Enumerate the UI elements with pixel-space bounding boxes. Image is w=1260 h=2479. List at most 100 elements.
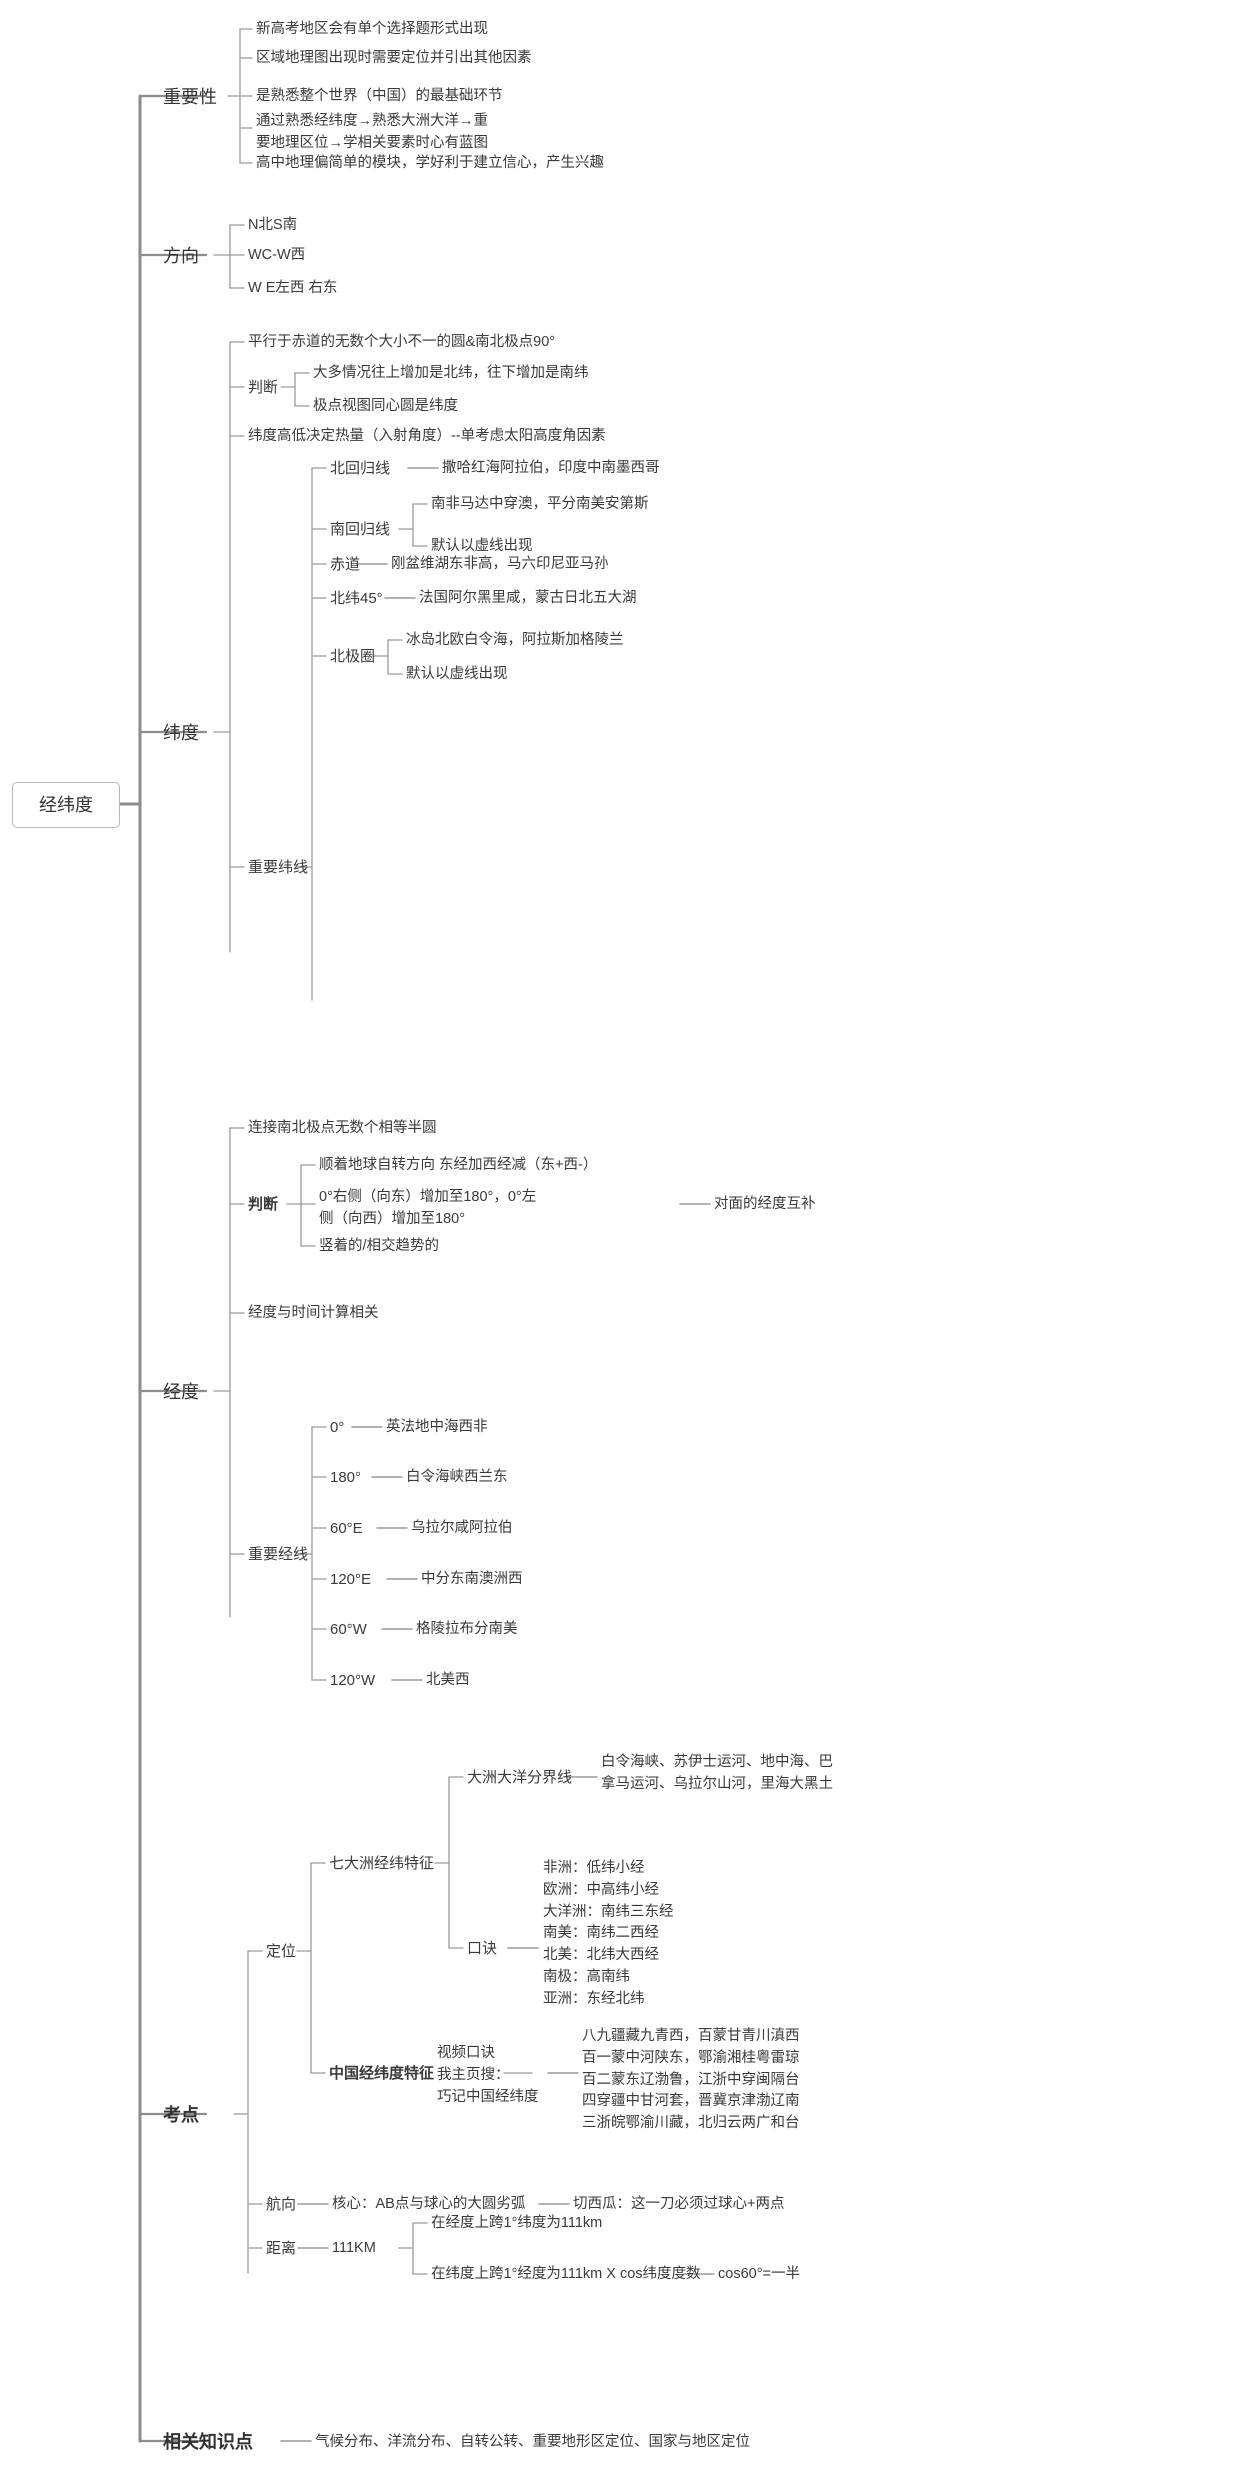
latitude-tropic-capricorn[interactable]: 南回归线 <box>330 519 390 541</box>
longitude-judgement-item-2[interactable]: 0°右侧（向东）增加至180°，0°左 侧（向西）增加至180° <box>319 1187 536 1231</box>
longitude-180[interactable]: 180° <box>330 1467 361 1489</box>
branch-exam-points[interactable]: 考点 <box>163 2102 199 2128</box>
branch-direction[interactable]: 方向 <box>163 243 199 269</box>
exam-distance-item-2-value[interactable]: cos60°=一半 <box>718 2264 800 2285</box>
longitude-item-2-label: 经度与时间计算相关 <box>248 1305 379 1321</box>
china-mnemonic-line-4: 四穿疆中甘河套，晋冀京津渤辽南 <box>582 2093 800 2110</box>
latitude-arctic-circle-item-2[interactable]: 默认以虚线出现 <box>406 664 508 685</box>
latitude-judgement-item-2[interactable]: 极点视图同心圆是纬度 <box>313 396 458 417</box>
latitude-item-1[interactable]: 平行于赤道的无数个大小不一的圆&南北极点90° <box>248 332 555 353</box>
related-topics-value[interactable]: 气候分布、洋流分布、自转公转、重要地形区定位、国家与地区定位 <box>315 2432 750 2453</box>
latitude-item-2-label: 纬度高低决定热量（入射角度）--单考虑太阳高度角因素 <box>248 428 606 444</box>
exam-distance[interactable]: 距离 <box>266 2238 296 2260</box>
china-video-mnemonic-line2: 我主页搜： <box>437 2066 510 2083</box>
latitude-tropic-capricorn-item-2-label: 默认以虚线出现 <box>431 538 533 554</box>
branch-longitude[interactable]: 经度 <box>163 1379 199 1405</box>
branch-latitude[interactable]: 纬度 <box>163 720 199 746</box>
china-video-mnemonic-line3: 巧记中国经纬度 <box>437 2088 539 2105</box>
longitude-120e-label: 120°E <box>330 1571 372 1588</box>
longitude-60w[interactable]: 60°W <box>330 1619 367 1641</box>
root-node[interactable]: 经纬度 <box>12 782 120 828</box>
longitude-0-label: 0° <box>330 1419 345 1436</box>
mnemonic-south-america: 南美：南纬二西经 <box>543 1925 659 1942</box>
exam-distance-item-1[interactable]: 在经度上跨1°纬度为111km <box>431 2213 602 2234</box>
continent-ocean-boundary[interactable]: 大洲大洋分界线 <box>467 1767 572 1789</box>
exam-distance-item-2-label: 在纬度上跨1°经度为111km X cos纬度度数 <box>431 2266 701 2282</box>
exam-positioning[interactable]: 定位 <box>266 1941 296 1963</box>
longitude-key-lines-label: 重要经线 <box>248 1546 309 1563</box>
latitude-judgement-item-1[interactable]: 大多情况往上增加是北纬，往下增加是南纬 <box>313 363 589 384</box>
exam-course-direction-value-2[interactable]: 切西瓜：这一刀必须过球心+两点 <box>573 2194 784 2215</box>
importance-item-4[interactable]: 通过熟悉经纬度→熟悉大洲大洋→重 要地理区位→学相关要素时心有蓝图 <box>256 111 488 155</box>
longitude-key-lines[interactable]: 重要经线 <box>248 1544 308 1566</box>
seven-continents-feature-label: 七大洲经纬特征 <box>329 1855 435 1872</box>
longitude-180-value[interactable]: 白令海峡西兰东 <box>406 1467 508 1488</box>
longitude-item-1[interactable]: 连接南北极点无数个相等半圆 <box>248 1118 437 1139</box>
china-mnemonic-list[interactable]: 八九疆藏九青西，百蒙甘青川滇西 百一蒙中河陕东，鄂渝湘桂粤雷琼 百二蒙东辽渤鲁，… <box>582 2026 800 2135</box>
branch-latitude-label: 纬度 <box>163 723 199 743</box>
longitude-judgement-item-2-value[interactable]: 对面的经度互补 <box>714 1194 816 1215</box>
exam-course-direction[interactable]: 航向 <box>266 2194 296 2216</box>
direction-item-3[interactable]: W E左西 右东 <box>248 278 337 299</box>
importance-item-4-line2: 要地理区位→学相关要素时心有蓝图 <box>256 134 488 151</box>
mnemonic-oceania: 大洋洲：南纬三东经 <box>543 1903 674 1920</box>
longitude-120w[interactable]: 120°W <box>330 1670 375 1692</box>
latitude-key-lines[interactable]: 重要纬线 <box>248 857 308 879</box>
longitude-0-value[interactable]: 英法地中海西非 <box>386 1417 488 1438</box>
direction-item-2[interactable]: WC-W西 <box>248 245 305 266</box>
continent-ocean-boundary-label: 大洲大洋分界线 <box>467 1769 573 1786</box>
exam-positioning-label: 定位 <box>266 1943 297 1960</box>
branch-importance[interactable]: 重要性 <box>163 84 217 110</box>
longitude-judgement-item-3[interactable]: 竖着的/相交趋势的 <box>319 1236 439 1257</box>
latitude-tropic-cancer-label: 北回归线 <box>330 460 391 477</box>
continents-mnemonic-list[interactable]: 非洲：低纬小经 欧洲：中高纬小经 大洋洲：南纬三东经 南美：南纬二西经 北美：北… <box>543 1858 674 2010</box>
importance-item-5[interactable]: 高中地理偏简单的模块，学好利于建立信心，产生兴趣 <box>256 153 604 174</box>
importance-item-1[interactable]: 新高考地区会有单个选择题形式出现 <box>256 19 488 40</box>
latitude-tropic-capricorn-item-1-label: 南非马达中穿澳，平分南美安第斯 <box>431 496 649 512</box>
latitude-equator[interactable]: 赤道 <box>330 554 360 576</box>
longitude-120e[interactable]: 120°E <box>330 1569 371 1591</box>
longitude-120e-value[interactable]: 中分东南澳洲西 <box>421 1569 523 1590</box>
latitude-arctic-circle[interactable]: 北极圈 <box>330 646 375 668</box>
continent-ocean-boundary-value-line2: 拿马运河、乌拉尔山河，里海大黑土 <box>601 1775 833 1792</box>
exam-distance-value[interactable]: 111KM <box>332 2238 376 2259</box>
longitude-60w-value[interactable]: 格陵拉布分南美 <box>416 1619 518 1640</box>
longitude-judgement[interactable]: 判断 <box>248 1194 278 1216</box>
longitude-120w-label: 120°W <box>330 1672 376 1689</box>
longitude-60e-label: 60°E <box>330 1520 363 1537</box>
china-coordinate-feature[interactable]: 中国经纬度特征 <box>329 2063 434 2085</box>
importance-item-3[interactable]: 是熟悉整个世界（中国）的最基础环节 <box>256 86 503 107</box>
latitude-45n-value[interactable]: 法国阿尔黑里咸，蒙古日北五大湖 <box>419 588 637 609</box>
latitude-tropic-cancer-value[interactable]: 撒哈红海阿拉伯，印度中南墨西哥 <box>442 458 660 479</box>
importance-item-2[interactable]: 区域地理图出现时需要定位并引出其他因素 <box>256 48 532 69</box>
latitude-tropic-capricorn-item-1[interactable]: 南非马达中穿澳，平分南美安第斯 <box>431 494 649 515</box>
direction-item-1[interactable]: N北S南 <box>248 215 297 236</box>
longitude-item-2[interactable]: 经度与时间计算相关 <box>248 1303 379 1324</box>
latitude-item-1-label: 平行于赤道的无数个大小不一的圆&南北极点90° <box>248 334 556 350</box>
continent-ocean-boundary-value[interactable]: 白令海峡、苏伊士运河、地中海、巴 拿马运河、乌拉尔山河，里海大黑土 <box>601 1752 833 1796</box>
continents-mnemonic[interactable]: 口诀 <box>467 1938 497 1960</box>
longitude-0[interactable]: 0° <box>330 1417 344 1439</box>
branch-related-topics-label: 相关知识点 <box>163 2432 253 2452</box>
longitude-120w-value[interactable]: 北美西 <box>426 1670 470 1691</box>
exam-course-direction-value-label: 核心：AB点与球心的大圆劣弧 <box>332 2196 526 2212</box>
longitude-60e[interactable]: 60°E <box>330 1518 363 1540</box>
root-label: 经纬度 <box>39 794 93 815</box>
latitude-45n-label: 北纬45° <box>330 590 383 607</box>
china-video-mnemonic[interactable]: 视频口诀 我主页搜： 巧记中国经纬度 <box>437 2043 539 2108</box>
branch-related-topics[interactable]: 相关知识点 <box>163 2429 253 2455</box>
longitude-60e-value[interactable]: 乌拉尔咸阿拉伯 <box>411 1518 513 1539</box>
seven-continents-feature[interactable]: 七大洲经纬特征 <box>329 1853 434 1875</box>
longitude-judgement-item-1[interactable]: 顺着地球自转方向 东经加西经减（东+西-） <box>319 1155 597 1176</box>
latitude-tropic-cancer[interactable]: 北回归线 <box>330 458 390 480</box>
latitude-item-2[interactable]: 纬度高低决定热量（入射角度）--单考虑太阳高度角因素 <box>248 426 606 447</box>
latitude-equator-value[interactable]: 刚盆维湖东非高，马六印尼亚马孙 <box>391 554 609 575</box>
latitude-judgement[interactable]: 判断 <box>248 377 278 399</box>
exam-distance-item-2[interactable]: 在纬度上跨1°经度为111km X cos纬度度数 <box>431 2264 701 2285</box>
china-mnemonic-line-2: 百一蒙中河陕东，鄂渝湘桂粤雷琼 <box>582 2049 800 2066</box>
latitude-45n[interactable]: 北纬45° <box>330 588 383 610</box>
exam-course-direction-value-2-label: 切西瓜：这一刀必须过球心+两点 <box>573 2196 785 2212</box>
latitude-arctic-circle-item-1[interactable]: 冰岛北欧白令海，阿拉斯加格陵兰 <box>406 630 624 651</box>
exam-course-direction-value[interactable]: 核心：AB点与球心的大圆劣弧 <box>332 2194 525 2215</box>
latitude-tropic-capricorn-item-2[interactable]: 默认以虚线出现 <box>431 536 533 557</box>
